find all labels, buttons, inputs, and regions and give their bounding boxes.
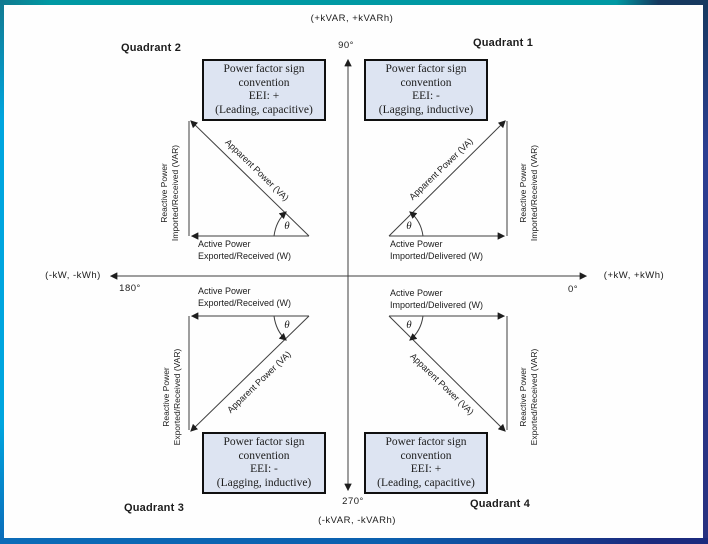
axis-label-minus-kw: (-kW, -kWh) — [45, 270, 101, 281]
axis-tick-90deg: 90° — [338, 40, 354, 51]
quadrant-2-theta-symbol: θ — [284, 220, 290, 232]
quadrant-3-convention-box: Power factor sign convention EEI: - (Lag… — [202, 432, 326, 494]
axis-tick-180deg: 180° — [119, 283, 141, 294]
quadrant-4-triangle — [388, 312, 508, 432]
box-line: EEI: - — [412, 90, 440, 102]
box-line: EEI: - — [250, 463, 278, 475]
quadrant-3-active-power-label: Active Power Exported/Received (W) — [198, 286, 292, 308]
quadrant-1-theta-symbol: θ — [406, 220, 412, 232]
quadrant-4-title: Quadrant 4 — [469, 498, 531, 510]
axis-tick-0deg: 0° — [567, 284, 579, 295]
axes — [109, 58, 588, 492]
quadrant-1-title: Quadrant 1 — [472, 37, 534, 49]
quadrant-1-reactive-power-label: Reactive Power Imported/Received (VAR) — [518, 144, 539, 242]
quadrant-3-reactive-power-label: Reactive Power Exported/Received (VAR) — [161, 348, 182, 446]
box-line: (Lagging, inductive) — [378, 103, 474, 116]
box-line: (Leading, capacitive) — [377, 476, 475, 489]
axis-label-plus-kw: (+kW, +kWh) — [603, 270, 665, 281]
quadrant-4-theta-symbol: θ — [406, 319, 412, 331]
axis-label-plus-kvar: (+kVAR, +kVARh) — [310, 13, 394, 24]
quadrant-3-triangle — [188, 312, 310, 432]
frame-edge-top — [0, 0, 708, 5]
box-line: EEI: + — [248, 90, 280, 102]
box-line: Power factor sign — [385, 63, 467, 75]
axis-tick-270deg: 270° — [342, 496, 364, 507]
box-line: convention — [400, 76, 452, 89]
quadrant-1-convention-box: Power factor sign convention EEI: - (Lag… — [364, 59, 488, 121]
quadrant-4-active-power-label: Active Power Imported/Delivered (W) — [390, 288, 484, 310]
quadrant-3-theta-symbol: θ — [284, 319, 290, 331]
box-line: Power factor sign — [223, 63, 305, 75]
quadrant-1-triangle — [388, 120, 508, 240]
box-line: (Lagging, inductive) — [216, 476, 312, 489]
box-line: convention — [400, 449, 452, 462]
quadrant-2-reactive-power-label: Reactive Power Imported/Received (VAR) — [159, 144, 180, 242]
box-line: (Leading, capacitive) — [215, 103, 313, 116]
frame-edge-left — [0, 0, 4, 544]
box-line: convention — [238, 76, 290, 89]
frame-edge-right — [703, 0, 708, 544]
box-line: EEI: + — [410, 463, 442, 475]
quadrant-2-convention-box: Power factor sign convention EEI: + (Lea… — [202, 59, 326, 121]
quadrant-2-title: Quadrant 2 — [120, 42, 182, 54]
quadrant-4-convention-box: Power factor sign convention EEI: + (Lea… — [364, 432, 488, 494]
quadrant-2-active-power-label: Active Power Exported/Received (W) — [198, 239, 292, 261]
quadrant-1-active-power-label: Active Power Imported/Delivered (W) — [390, 239, 484, 261]
axis-label-minus-kvar: (-kVAR, -kVARh) — [318, 515, 396, 526]
quadrant-2-triangle — [188, 120, 310, 240]
box-line: Power factor sign — [385, 436, 467, 448]
frame-edge-bottom — [0, 538, 708, 544]
quadrant-3-title: Quadrant 3 — [123, 502, 185, 514]
box-line: convention — [238, 449, 290, 462]
box-line: Power factor sign — [223, 436, 305, 448]
quadrant-4-reactive-power-label: Reactive Power Exported/Received (VAR) — [518, 348, 539, 446]
